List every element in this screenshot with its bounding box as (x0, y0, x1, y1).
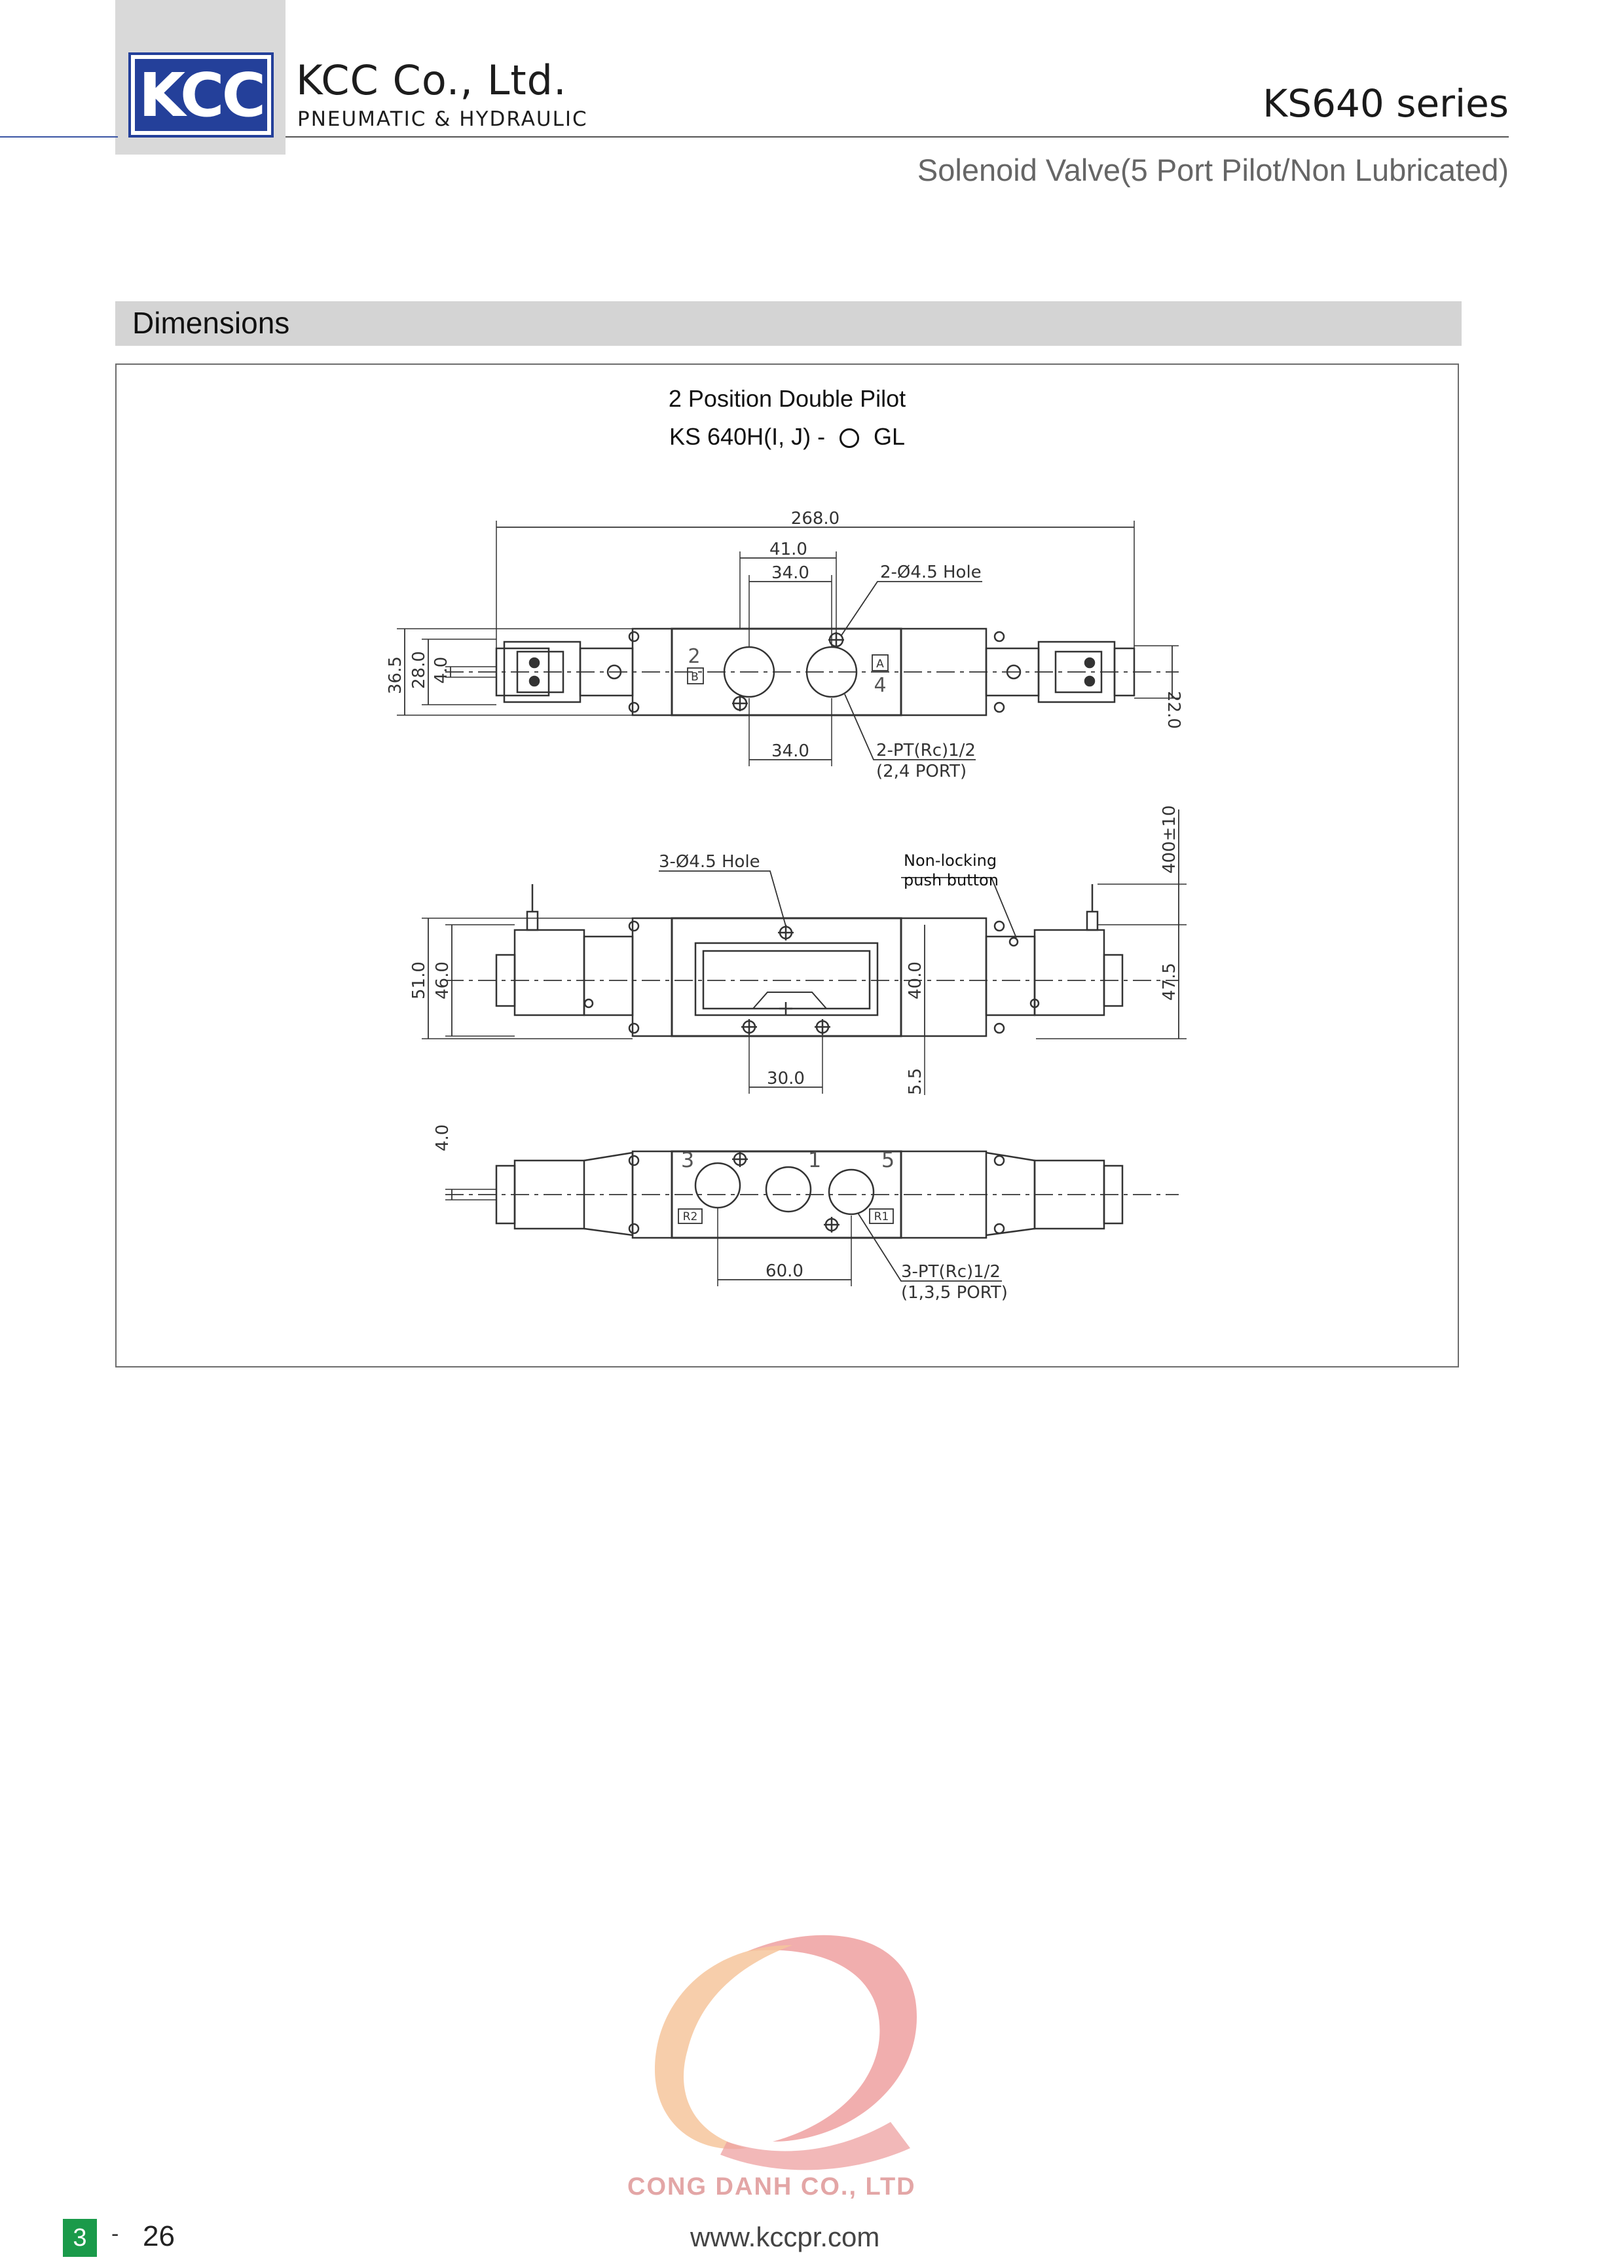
port-note-bottom-2: (1,3,5 PORT) (901, 1283, 1008, 1303)
page-subtitle: Solenoid Valve(5 Port Pilot/Non Lubricat… (917, 153, 1509, 187)
dim-5-5: 5.5 (906, 1068, 925, 1095)
model-suffix: GL (874, 423, 906, 450)
bottom-view: R2 R1 3 1 5 4.0 60.0 3-PT(Rc)1/2 (1,3,5 … (433, 1125, 1179, 1303)
dim-4-top: 4.0 (432, 657, 451, 684)
button-note-1: Non-locking (904, 851, 997, 870)
website-link[interactable]: www.kccpr.com (690, 2222, 880, 2252)
port-note-bottom-1: 3-PT(Rc)1/2 (901, 1262, 1001, 1282)
dim-51: 51.0 (409, 961, 429, 999)
hole-note-front: 3-Ø4.5 Hole (659, 852, 760, 872)
marker-b: B (691, 671, 699, 684)
watermark-logo (655, 1935, 917, 2170)
section-header-bar (115, 301, 1462, 346)
dim-46: 46.0 (433, 961, 452, 999)
port-note-top-1: 2-PT(Rc)1/2 (876, 741, 976, 760)
port-1-label: 1 (808, 1147, 821, 1172)
dim-28: 28.0 (409, 651, 429, 689)
kcc-logo: KCC (128, 52, 274, 138)
dim-40: 40.0 (906, 961, 925, 999)
company-tagline: PNEUMATIC & HYDRAULIC (297, 107, 588, 131)
marker-r1: R1 (874, 1210, 889, 1223)
dimension-drawing: B A 2 4 268.0 41.0 34.0 2-Ø4.5 Hole 36.5… (386, 509, 1187, 1303)
dim-47-5: 47.5 (1160, 963, 1179, 1001)
dim-34-bottom: 34.0 (771, 741, 809, 761)
button-note-2: push button (904, 871, 999, 889)
header-rule-accent (0, 136, 118, 138)
dim-36-5: 36.5 (386, 656, 405, 694)
drawing-frame (115, 363, 1459, 1367)
dim-41: 41.0 (769, 540, 807, 559)
dim-30: 30.0 (767, 1069, 805, 1088)
watermark-text: CONG DANH CO., LTD (627, 2173, 916, 2201)
model-code: KS 640H(I, J) - (669, 423, 826, 450)
company-name: KCC Co., Ltd. (296, 56, 567, 104)
marker-a: A (876, 658, 884, 671)
series-title: KS640 series (1263, 81, 1509, 126)
header-rule (286, 136, 1509, 138)
dim-34-top: 34.0 (771, 563, 809, 583)
hole-note-top: 2-Ø4.5 Hole (880, 563, 982, 582)
port-2-label: 2 (688, 645, 700, 668)
chapter-badge: 3 (63, 2219, 97, 2257)
page-separator: - (111, 2222, 119, 2246)
dim-4-bottom: 4.0 (433, 1125, 452, 1151)
port-note-top-2: (2,4 PORT) (876, 762, 967, 781)
dim-22: 22.0 (1164, 691, 1183, 729)
port-5-label: 5 (881, 1147, 895, 1172)
front-view: 3-Ø4.5 Hole Non-locking push button 400±… (409, 806, 1187, 1095)
section-title: Dimensions (132, 306, 290, 340)
dim-60: 60.0 (766, 1261, 803, 1281)
dim-overall-length: 268.0 (791, 509, 840, 529)
dim-lead-length: 400±10 (1160, 806, 1179, 874)
top-view: B A 2 4 268.0 41.0 34.0 2-Ø4.5 Hole 36.5… (386, 509, 1183, 781)
model-option-circle-icon (840, 428, 859, 448)
drawing-title: 2 Position Double Pilot (668, 385, 906, 412)
page-number: 26 (143, 2220, 175, 2252)
logo-lettering: KCC (139, 60, 263, 130)
marker-r2: R2 (683, 1210, 698, 1223)
port-3-label: 3 (681, 1147, 694, 1172)
port-4-label: 4 (874, 674, 886, 697)
